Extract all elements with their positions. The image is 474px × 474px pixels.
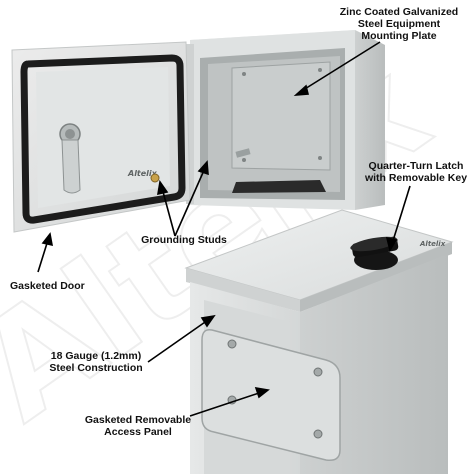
callout-mounting-plate-line-1: Zinc Coated Galvanized [339,6,459,18]
latch-cam [59,123,81,194]
callout-door: Gasketed Door [10,280,110,292]
door-badge: Altelix [127,169,158,178]
callout-steel-line-2: Steel Construction [49,362,143,374]
callout-steel: 18 Gauge (1.2mm) Steel Construction [40,350,152,374]
closed-enclosure: Altelix [184,209,454,474]
callout-panel-line-1: Gasketed Removable [84,414,192,426]
callout-mounting-plate-line-2: Steel Equipment [357,18,441,30]
callout-panel-line-2: Access Panel [104,426,172,438]
callout-grounding-line-1: Grounding Studs [141,234,227,246]
callout-mounting-plate-line-3: Mounting Plate [361,30,437,42]
callout-latch-line-1: Quarter-Turn Latch [368,160,464,172]
callout-door-line-1: Gasketed Door [10,280,85,292]
open-door: Altelix [11,41,191,233]
quarter-turn-latch [350,236,399,270]
access-panel [201,328,341,462]
door-gasket [20,54,186,224]
callout-panel: Gasketed Removable Access Panel [80,414,196,438]
callout-mounting-plate: Zinc Coated Galvanized Steel Equipment M… [334,6,464,42]
callout-latch-line-2: with Removable Key [364,172,468,184]
grounding-stud [150,173,160,183]
callout-lines [37,41,411,417]
lid-badge: Altelix [419,240,446,248]
callout-steel-line-1: 18 Gauge (1.2mm) [50,350,142,362]
callout-grounding: Grounding Studs [132,234,236,246]
callout-latch: Quarter-Turn Latch with Removable Key [360,160,472,184]
